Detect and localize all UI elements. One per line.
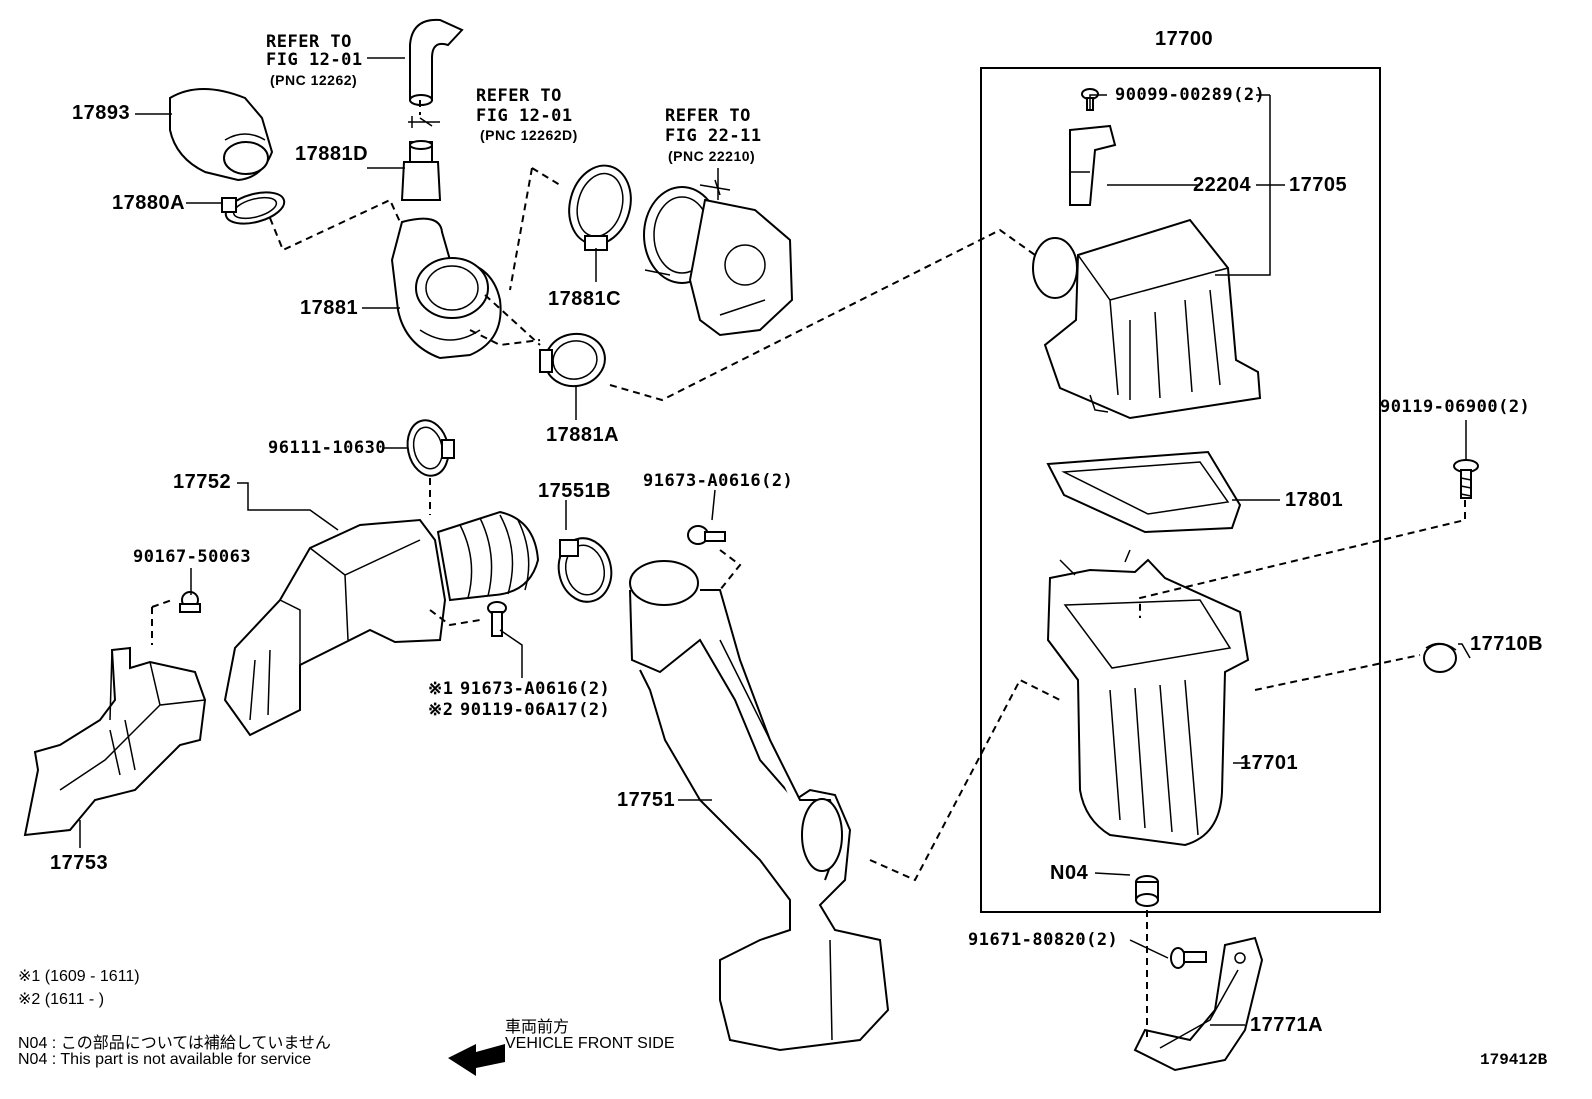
refer-3-line2: FIG 22-11 <box>665 126 762 146</box>
refer-1-line1: REFER TO <box>266 32 352 52</box>
refer-2-line1: REFER TO <box>476 86 562 106</box>
label-90119-a: 90119-06900(2) <box>1380 397 1531 417</box>
part-17881D-nipple <box>400 140 442 201</box>
part-17881A-clamp <box>539 332 606 388</box>
label-17753: 17753 <box>50 852 109 874</box>
part-17880A-clamp <box>221 191 286 225</box>
label-17751: 17751 <box>617 789 676 811</box>
label-17881A: 17881A <box>546 424 620 446</box>
part-17753-duct <box>23 646 207 837</box>
part-17701-case <box>1046 549 1250 847</box>
front-arrow <box>448 1044 505 1076</box>
hose-12262 <box>409 18 464 106</box>
label-22204: 22204 <box>1193 174 1252 196</box>
label-17893: 17893 <box>72 102 131 124</box>
hose-bellows <box>436 510 540 602</box>
label-17701: 17701 <box>1240 752 1299 774</box>
label-17880A: 17880A <box>112 192 186 214</box>
plug-17710B <box>1423 642 1457 673</box>
part-17881-elbow <box>390 217 502 360</box>
bolt-90167 <box>179 591 201 613</box>
label-17771A: 17771A <box>1250 1014 1324 1036</box>
label-17752: 17752 <box>173 471 232 493</box>
label-91673-a: 91673-A0616(2) <box>643 471 794 491</box>
label-91671: 91671-80820(2) <box>968 930 1119 950</box>
refer-3-line3: (PNC 22210) <box>668 148 756 164</box>
clip-12262D <box>408 116 440 128</box>
part-17881C-clamp <box>568 164 632 251</box>
mark-1: ※1 <box>428 679 454 699</box>
label-90099: 90099-00289(2) <box>1115 85 1266 105</box>
label-N04: N04 <box>1050 862 1089 884</box>
part-17801-filter <box>1046 450 1242 534</box>
figure-code: 179412B <box>1480 1051 1548 1069</box>
assembly-frame <box>980 67 1381 913</box>
label-17881C: 17881C <box>548 288 622 310</box>
label-91673-b: 91673-A0616(2) <box>460 679 611 699</box>
clamp-17551B <box>557 537 613 603</box>
footnote-2: ※2 (1611 - ) <box>18 991 105 1008</box>
refer-1-line2: FIG 12-01 <box>266 50 363 70</box>
refer-2-line2: FIG 12-01 <box>476 106 573 126</box>
footnote-n04-jp: N04 : この部品については補給していません <box>18 1035 331 1052</box>
part-22204-airflow-meter <box>1069 124 1117 206</box>
clamp-96111 <box>406 419 455 477</box>
footnote-n04-en: N04 : This part is not available for ser… <box>18 1051 312 1068</box>
part-17893-cover <box>169 88 274 182</box>
leader-lines <box>79 57 1471 1026</box>
label-17801: 17801 <box>1285 489 1344 511</box>
part-17751-duct <box>629 560 890 1052</box>
label-17881: 17881 <box>300 297 359 319</box>
direction-jp: 車両前方 <box>505 1019 570 1036</box>
part-17752-duct <box>223 518 447 737</box>
label-17881D: 17881D <box>295 143 369 165</box>
footnote-1: ※1 (1609 - 1611) <box>18 968 140 985</box>
grommet-N04 <box>1135 875 1159 907</box>
refer-2-line3: (PNC 12262D) <box>480 127 578 143</box>
assembly-number: 17700 <box>1155 28 1214 50</box>
bolt-90119-06900 <box>1453 459 1479 499</box>
throttle-body-22210 <box>643 179 794 337</box>
label-90119-b: 90119-06A17(2) <box>460 700 611 720</box>
label-96111: 96111-10630 <box>268 438 387 458</box>
refer-3-line1: REFER TO <box>665 106 751 126</box>
bolt-91671 <box>1170 947 1207 969</box>
bolt-91673-a <box>687 525 726 545</box>
label-17710B: 17710B <box>1470 633 1544 655</box>
label-17705: 17705 <box>1289 174 1348 196</box>
mark-2: ※2 <box>428 700 454 720</box>
label-90167: 90167-50063 <box>133 547 252 567</box>
bolt-91673-b <box>487 601 507 637</box>
part-17705-case-cap <box>1032 218 1262 420</box>
label-17551B: 17551B <box>538 480 612 502</box>
dashed-connectors <box>151 100 1466 1040</box>
refer-1-line3: (PNC 12262) <box>270 72 358 88</box>
part-17771A-bracket <box>1133 936 1264 1072</box>
direction-en: VEHICLE FRONT SIDE <box>505 1035 675 1052</box>
